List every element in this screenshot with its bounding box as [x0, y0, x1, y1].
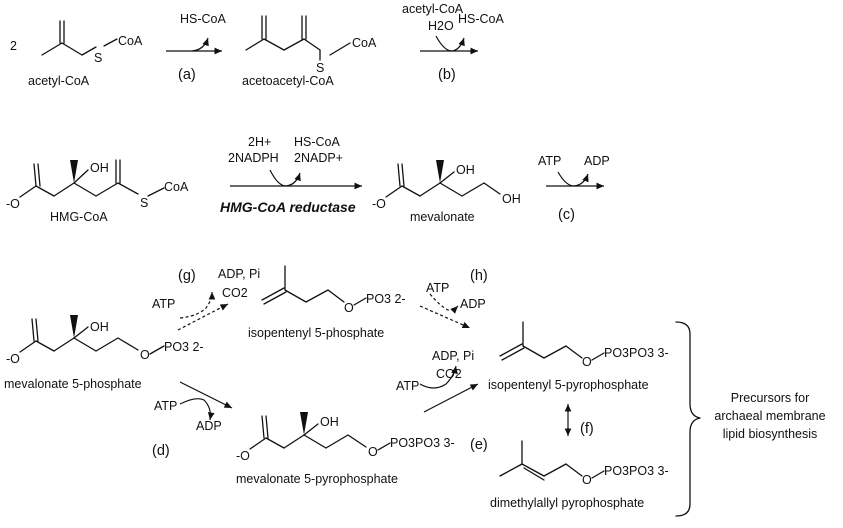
acetoacetyl-coa-structure: S CoA	[245, 15, 377, 75]
coa-group: CoA	[164, 180, 189, 194]
acetyl-coa-cofactor: acetyl-CoA	[402, 2, 464, 16]
reaction-c: ATP ADP (c)	[538, 154, 610, 223]
step-d-label: (d)	[152, 443, 170, 459]
mevalonate-structure: -O OH OH	[372, 160, 521, 211]
reaction-d: ATP ADP (d)	[152, 381, 233, 459]
mevalonate-name: mevalonate	[410, 210, 475, 224]
ester-oxygen: O	[582, 473, 592, 487]
co2-label: CO2	[436, 367, 462, 381]
bracket-caption-line-3: lipid biosynthesis	[723, 427, 818, 441]
carboxylate-oxygen: -O	[6, 352, 20, 366]
hs-coa-label: HS-CoA	[180, 12, 227, 26]
water-label: H2O	[428, 19, 454, 33]
step-a-label: (a)	[178, 67, 196, 83]
ester-oxygen: O	[344, 301, 354, 315]
atp-label: ATP	[538, 154, 561, 168]
acetoacetyl-coa-name: acetoacetyl-CoA	[242, 74, 334, 88]
co2-label: CO2	[222, 286, 248, 300]
ester-oxygen: O	[368, 445, 378, 459]
ester-oxygen: O	[140, 348, 150, 362]
mevalonate-5-pyrophosphate-structure: -O OH O PO3PO3 3-	[236, 412, 455, 463]
atp-label: ATP	[154, 399, 177, 413]
step-g-label: (g)	[178, 268, 196, 284]
dimethylallyl-pyrophosphate-structure: O PO3PO3 3-	[499, 440, 669, 487]
step-h-label: (h)	[470, 268, 488, 284]
sulfur-atom: S	[94, 51, 102, 65]
adp-label: ADP	[196, 419, 222, 433]
atp-label: ATP	[426, 281, 449, 295]
hs-coa-label: HS-CoA	[294, 135, 341, 149]
adp-pi-label: ADP, Pi	[432, 349, 474, 363]
isopentenyl-5-phosphate-name: isopentenyl 5-phosphate	[248, 326, 384, 340]
reaction-e: ADP, Pi CO2 ATP (e)	[396, 349, 488, 453]
hydroxyl-group: OH	[320, 415, 339, 429]
enzyme-label: HMG-CoA reductase	[220, 199, 356, 215]
pyrophosphate-group: PO3PO3 3-	[604, 464, 669, 478]
atp-label: ATP	[396, 379, 419, 393]
reaction-a: HS-CoA (a)	[166, 12, 227, 83]
isopentenyl-5-pyrophosphate-name: isopentenyl 5-pyrophosphate	[488, 378, 649, 392]
acetyl-coa-name: acetyl-CoA	[28, 74, 90, 88]
bracket-caption: Precursors for archaeal membrane lipid b…	[714, 391, 825, 441]
coefficient-label: 2	[10, 39, 17, 53]
hmg-coa-name: HMG-CoA	[50, 210, 108, 224]
two-h-plus-label: 2H+	[248, 135, 271, 149]
isopentenyl-5-phosphate-structure: O PO3 2-	[261, 265, 406, 315]
mevalonate-5-phosphate-name: mevalonate 5-phosphate	[4, 377, 142, 391]
isopentenyl-5-pyrophosphate-structure: O PO3PO3 3-	[499, 321, 669, 369]
reaction-b: acetyl-CoA H2O HS-CoA (b)	[402, 2, 505, 83]
grouping-bracket	[675, 321, 701, 517]
hydroxyl-group: OH	[90, 161, 109, 175]
pyrophosphate-group: PO3PO3 3-	[604, 346, 669, 360]
step-e-label: (e)	[470, 437, 488, 453]
hmg-coa-structure: -O OH S CoA	[6, 159, 189, 211]
reaction-h: (h) ATP ADP	[419, 268, 488, 329]
step-f-label: (f)	[580, 421, 594, 437]
adp-label: ADP	[460, 297, 486, 311]
step-b-label: (b)	[438, 67, 456, 83]
reaction-g: (g) ADP, Pi CO2 ATP	[152, 267, 260, 331]
bracket-caption-line-1: Precursors for	[731, 391, 810, 405]
reaction-f: (f)	[564, 404, 594, 437]
carboxylate-oxygen: -O	[6, 197, 20, 211]
bracket-caption-line-2: archaeal membrane	[714, 409, 825, 423]
mevalonate-5-phosphate-structure: -O OH O PO3 2-	[6, 315, 204, 366]
sulfur-atom: S	[140, 196, 148, 210]
hmg-coa-reductase-reaction: 2H+ 2NADPH HS-CoA 2NADP+ HMG-CoA reducta…	[220, 135, 362, 215]
adp-pi-label: ADP, Pi	[218, 267, 260, 281]
acetyl-coa-structure: S CoA	[41, 20, 143, 65]
ester-oxygen: O	[582, 355, 592, 369]
step-c-label: (c)	[558, 207, 575, 223]
coa-group: CoA	[118, 34, 143, 48]
mevalonate-5-pyrophosphate-name: mevalonate 5-pyrophosphate	[236, 472, 398, 486]
hs-coa-label: HS-CoA	[458, 12, 505, 26]
dimethylallyl-pyrophosphate-name: dimethylallyl pyrophosphate	[490, 496, 644, 510]
coa-group: CoA	[352, 36, 377, 50]
two-nadph-label: 2NADPH	[228, 151, 279, 165]
carboxylate-oxygen: -O	[372, 197, 386, 211]
hydroxyl-group: OH	[456, 163, 475, 177]
hydroxyl-group: OH	[90, 320, 109, 334]
carboxylate-oxygen: -O	[236, 449, 250, 463]
atp-label: ATP	[152, 297, 175, 311]
pyrophosphate-group: PO3PO3 3-	[390, 436, 455, 450]
terminal-hydroxyl: OH	[502, 192, 521, 206]
sulfur-atom: S	[316, 61, 324, 75]
adp-label: ADP	[584, 154, 610, 168]
phosphate-group: PO3 2-	[366, 292, 406, 306]
two-nadp-plus-label: 2NADP+	[294, 151, 343, 165]
phosphate-group: PO3 2-	[164, 340, 204, 354]
